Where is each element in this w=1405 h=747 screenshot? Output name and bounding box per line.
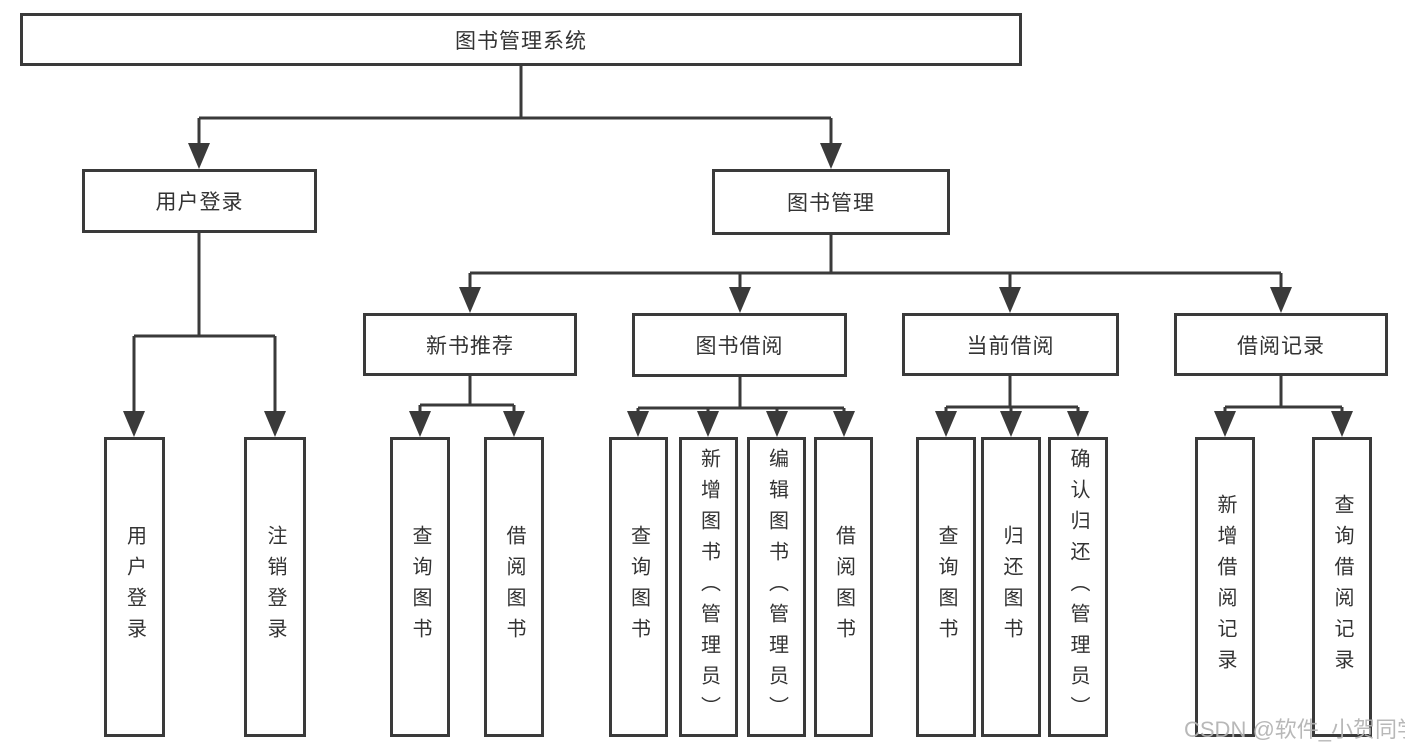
leaf-logout: 注销登录 bbox=[244, 437, 306, 737]
node-current-borrow: 当前借阅 bbox=[902, 313, 1119, 376]
leaf-current-confirm-return-admin: 确认归还（管理员） bbox=[1048, 437, 1108, 737]
leaf-label: 借阅图书 bbox=[503, 525, 525, 649]
node-library-system: 图书管理系统 bbox=[20, 13, 1022, 66]
leaf-newbook-query-books: 查询图书 bbox=[390, 437, 450, 737]
leaf-newbook-borrow-books: 借阅图书 bbox=[484, 437, 544, 737]
leaf-borrow-query-books: 查询图书 bbox=[609, 437, 668, 737]
leaf-label: 查询图书 bbox=[627, 525, 650, 649]
node-book-management: 图书管理 bbox=[712, 169, 950, 235]
leaf-label: 归还图书 bbox=[1000, 525, 1022, 649]
leaf-borrow-edit-books-admin: 编辑图书（管理员） bbox=[747, 437, 806, 737]
leaf-label: 编辑图书（管理员） bbox=[765, 447, 788, 727]
leaf-label: 注销登录 bbox=[264, 525, 286, 649]
arrowheads bbox=[123, 143, 1353, 437]
connector-shafts bbox=[132, 64, 1344, 413]
csdn-watermark: CSDN @软件_小贺同学 bbox=[1184, 717, 1405, 742]
leaf-label: 查询借阅记录 bbox=[1331, 494, 1353, 680]
leaf-label: 借阅图书 bbox=[832, 525, 855, 649]
leaf-label: 用户登录 bbox=[123, 525, 146, 649]
node-book-borrow: 图书借阅 bbox=[632, 313, 847, 377]
leaf-current-query-books: 查询图书 bbox=[916, 437, 976, 737]
leaf-borrow-borrow-books: 借阅图书 bbox=[814, 437, 873, 737]
leaf-borrow-add-books-admin: 新增图书（管理员） bbox=[679, 437, 738, 737]
leaf-label: 新增借阅记录 bbox=[1214, 494, 1236, 680]
leaf-label: 查询图书 bbox=[409, 525, 431, 649]
leaf-label: 查询图书 bbox=[935, 525, 957, 649]
node-new-book-recommend: 新书推荐 bbox=[363, 313, 577, 376]
leaf-label: 新增图书（管理员） bbox=[697, 447, 720, 727]
node-user-login: 用户登录 bbox=[82, 169, 317, 233]
leaf-records-add-record: 新增借阅记录 bbox=[1195, 437, 1255, 737]
leaf-user-login: 用户登录 bbox=[104, 437, 165, 737]
leaf-records-query-record: 查询借阅记录 bbox=[1312, 437, 1372, 737]
node-borrow-records: 借阅记录 bbox=[1174, 313, 1388, 376]
leaf-label: 确认归还（管理员） bbox=[1067, 447, 1089, 727]
leaf-current-return-books: 归还图书 bbox=[981, 437, 1041, 737]
